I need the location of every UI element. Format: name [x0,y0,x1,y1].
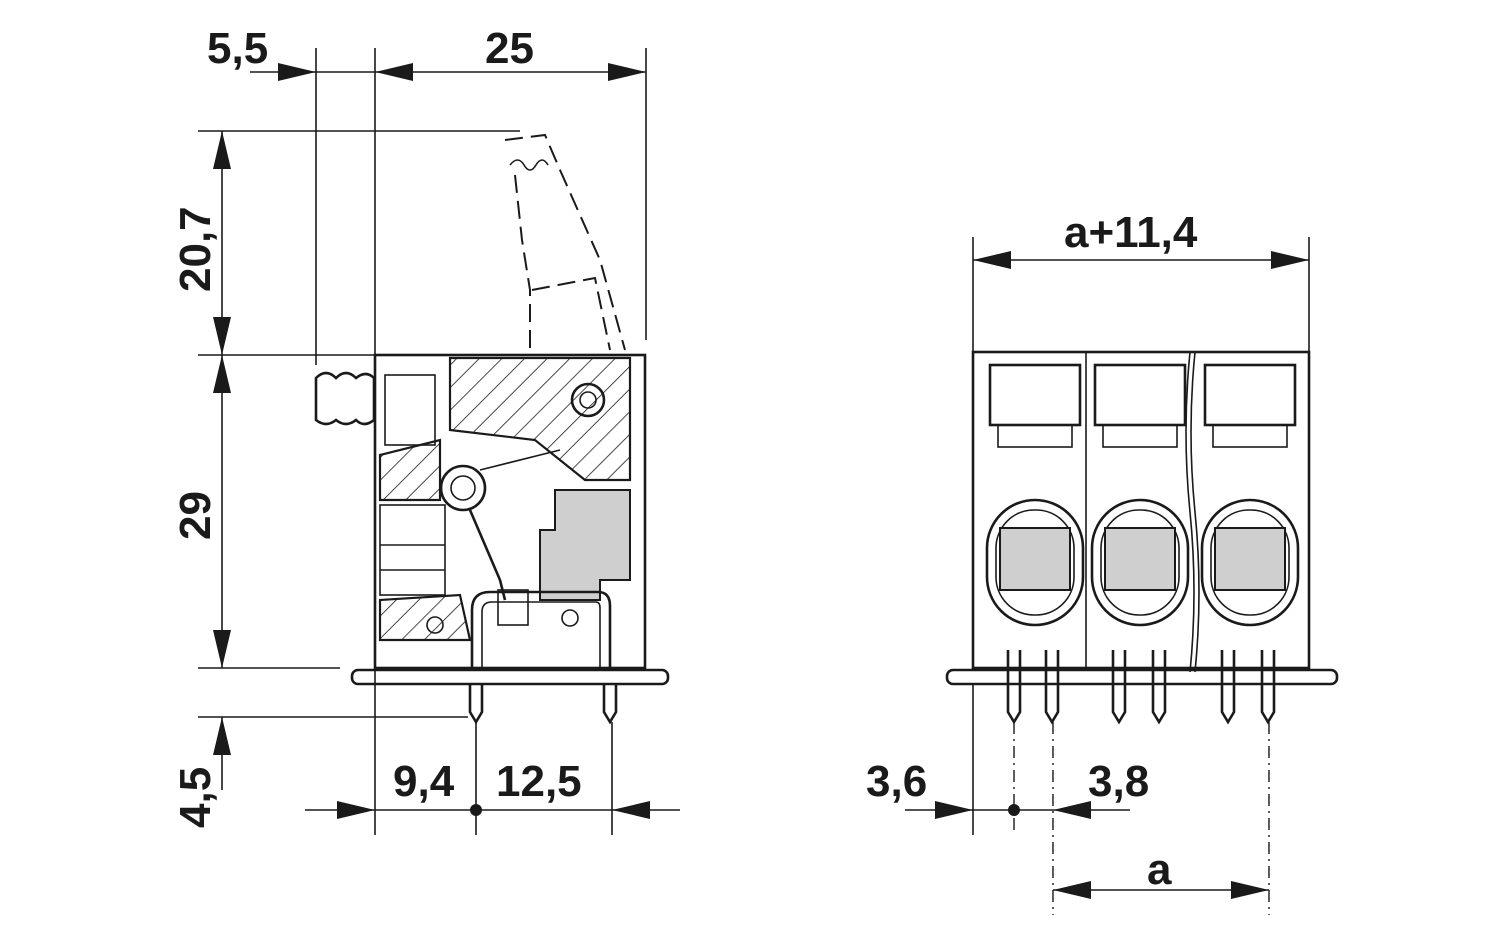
dim-12-5: 12,5 [496,757,582,806]
dim-a: a [1147,845,1172,894]
dim-4-5: 4,5 [171,767,220,828]
dim-a-plus-11-4: a+11,4 [1064,208,1198,257]
terminal-pole-1 [985,363,1085,725]
dim-3-6: 3,6 [866,757,927,806]
dim-9-4: 9,4 [393,757,455,806]
front-view: a+11,4 [866,208,1339,915]
terminal-pole-3 [1200,363,1300,725]
dim-29: 29 [171,491,220,540]
dim-25: 25 [485,24,534,73]
terminal-pole-2 [1090,363,1190,725]
dim-5-5: 5,5 [207,24,268,73]
dim-20-7: 20,7 [171,206,220,292]
dim-3-8: 3,8 [1088,757,1149,806]
side-view: 5,5 25 20,7 29 4,5 [171,24,680,835]
